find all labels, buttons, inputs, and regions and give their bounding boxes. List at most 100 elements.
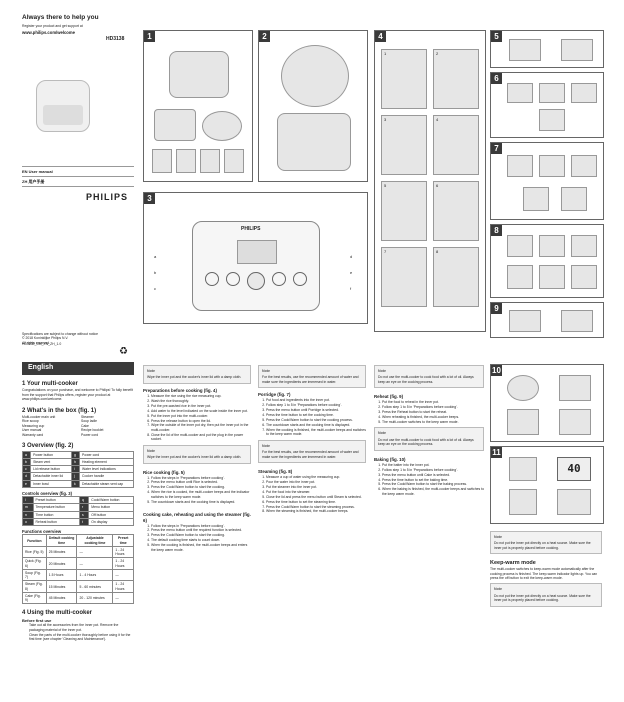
porridge-title: Porridge (fig. 7) (258, 392, 291, 398)
list-item: Clean the parts of the multi-cooker thor… (29, 633, 134, 642)
list-item: Put food and ingredients into the inner … (266, 398, 366, 402)
section-4-title: 4 Using the multi-cooker (22, 610, 93, 617)
func-header: Function (22, 534, 47, 547)
overview-cell: d (22, 472, 32, 481)
overview-cell: b (22, 457, 32, 467)
box-item: Cake (81, 423, 89, 428)
list-item: When the cooking is finished, the multi-… (151, 543, 251, 552)
time-button[interactable] (225, 272, 240, 286)
note-text: Do not use the multi-cooker to cook food… (378, 437, 474, 447)
overview-cell: Detachable inner lid (30, 472, 72, 481)
functions-cell: 1 - 24 Hours (112, 557, 134, 570)
step-8: 8 (433, 247, 479, 307)
functions-cell: Steam (Fig. 8) (22, 580, 47, 593)
functions-cell: Soup (Fig. 7) (22, 568, 47, 582)
list-item: Follow step 1 to 5 in 'Preparations befo… (382, 468, 484, 472)
cover: Always there to help you Register your p… (22, 14, 134, 357)
functions-cell: — (76, 557, 114, 570)
list-item: The countdown starts and the cooking tim… (266, 423, 366, 427)
panel-7-number: 7 (491, 143, 502, 154)
list-item: Put the pre-washed rice in the inner pot… (151, 404, 251, 408)
english-column-4: Note Do not use the multi-cooker to cook… (374, 362, 484, 692)
list-item: Press the time button to set the steamin… (266, 500, 366, 504)
box-item: Soup ladle (81, 419, 98, 424)
list-item: Press the Reheat button to start the reh… (382, 410, 484, 414)
accessory-illustration (154, 109, 196, 141)
footer-line-2: © 2018 Koninklijke Philips N.V. (22, 336, 69, 341)
callout-f: f (350, 286, 352, 291)
language-en: EN User manual (22, 166, 134, 177)
recycle-icon: ♻ (119, 346, 128, 357)
list-item: Wash the rice thoroughly. (151, 399, 251, 403)
footer-line-3: All rights reserved. (22, 340, 51, 345)
language-tab-english: English (22, 362, 134, 375)
note-text: For the best results, use the recommende… (262, 450, 359, 459)
timer-display: 40 (557, 457, 591, 481)
box-item: Recipe booklet (81, 428, 104, 433)
list-item: Press the time button to set the cooking… (266, 413, 366, 417)
doc-code: HD3138_UM_EN_ZH_1.0 (22, 342, 62, 346)
functions-cell: 20 - 120 minutes (76, 591, 114, 605)
prep-list: Measure the rice using the rice measurin… (143, 394, 251, 442)
note-label: Note (494, 587, 502, 592)
controls-cell: l (22, 496, 34, 505)
list-item: Press the Cook/Warm button to start the … (266, 418, 366, 422)
reheat-button[interactable] (272, 272, 287, 286)
note-box: Note Wipe the inner pot and the cooker's… (143, 444, 251, 464)
list-item: Press the Cook/Warm button to start the … (151, 533, 251, 537)
cover-url[interactable]: www.philips.com/welcome (22, 29, 75, 35)
menu-button[interactable] (204, 272, 219, 286)
list-item: Press the Cook/Warm button to start the … (151, 485, 251, 489)
brand-logo: PHILIPS (86, 192, 129, 202)
keep-warm-text: The multi-cooker switches to keep-warm m… (490, 567, 598, 581)
functions-cell: 1 - 24 Hours (112, 545, 134, 559)
note-text: Do not put the inner pot directly on a h… (494, 541, 591, 550)
overview-cell: Heating element (79, 457, 134, 467)
note-label: Note (262, 369, 270, 373)
cook-button[interactable] (246, 272, 265, 290)
note-text: Do not put the inner pot directly on a h… (494, 593, 591, 603)
overview-cell: k (70, 479, 81, 488)
list-item: Follow the steps in 'Preparations before… (151, 524, 251, 528)
list-item: Put the steamer into the inner pot. (266, 485, 366, 489)
functions-title: Functions overview (22, 529, 62, 535)
language-zh: ZH 用户手册 (22, 177, 134, 187)
note-box: Note Wipe the inner pot and the cooker's… (143, 365, 251, 384)
controls-cell: o (22, 517, 34, 527)
overview-cell: Power button (30, 450, 72, 459)
cooker-body-illustration (277, 113, 351, 171)
note-box: Note Do not use the multi-cooker to cook… (374, 427, 484, 451)
note-text: Do not use the multi-cooker to cook food… (378, 375, 474, 384)
overview-cell: Water level indications (79, 465, 134, 474)
list-item: Close the lid of the multi-cooker and pu… (151, 433, 251, 442)
controls-cell: Menu button (88, 503, 134, 512)
controls-cell: Temperature button (32, 503, 80, 512)
overview-cell: Inner bowl (30, 479, 72, 488)
panel-5: 5 (490, 30, 604, 68)
functions-cell: — (76, 545, 114, 559)
functions-cell: 15 Minutes (45, 580, 78, 593)
controls-cell: Time button (32, 510, 80, 519)
off-button[interactable] (293, 272, 308, 286)
functions-row: Rice (Fig. 5)25 Minutes—1 - 24 Hours (22, 545, 134, 559)
list-item: Measure a cup of water using the measuri… (266, 475, 366, 479)
functions-table: Function Default cooking time Adjustable… (22, 534, 134, 605)
overview-cell: Lid release button (30, 465, 72, 474)
panel-2-number: 2 (259, 31, 270, 42)
list-item: Press the menu button until Porridge is … (266, 408, 366, 412)
panel-4: 4 1 2 3 4 5 6 7 8 (374, 30, 486, 332)
controls-cell: Reheat button (32, 517, 80, 527)
panel-1: 1 (143, 30, 253, 182)
panel-6: 6 (490, 72, 604, 138)
rice-list: Follow the steps in 'Preparations before… (143, 476, 251, 505)
box-item: User manual (22, 428, 42, 433)
note-label: Note (262, 443, 270, 448)
panel-4-number: 4 (375, 31, 386, 42)
overview-cell: c (22, 465, 32, 474)
list-item: Add water to the level indicated on the … (151, 409, 251, 413)
box-item: Measuring cup (22, 423, 45, 428)
